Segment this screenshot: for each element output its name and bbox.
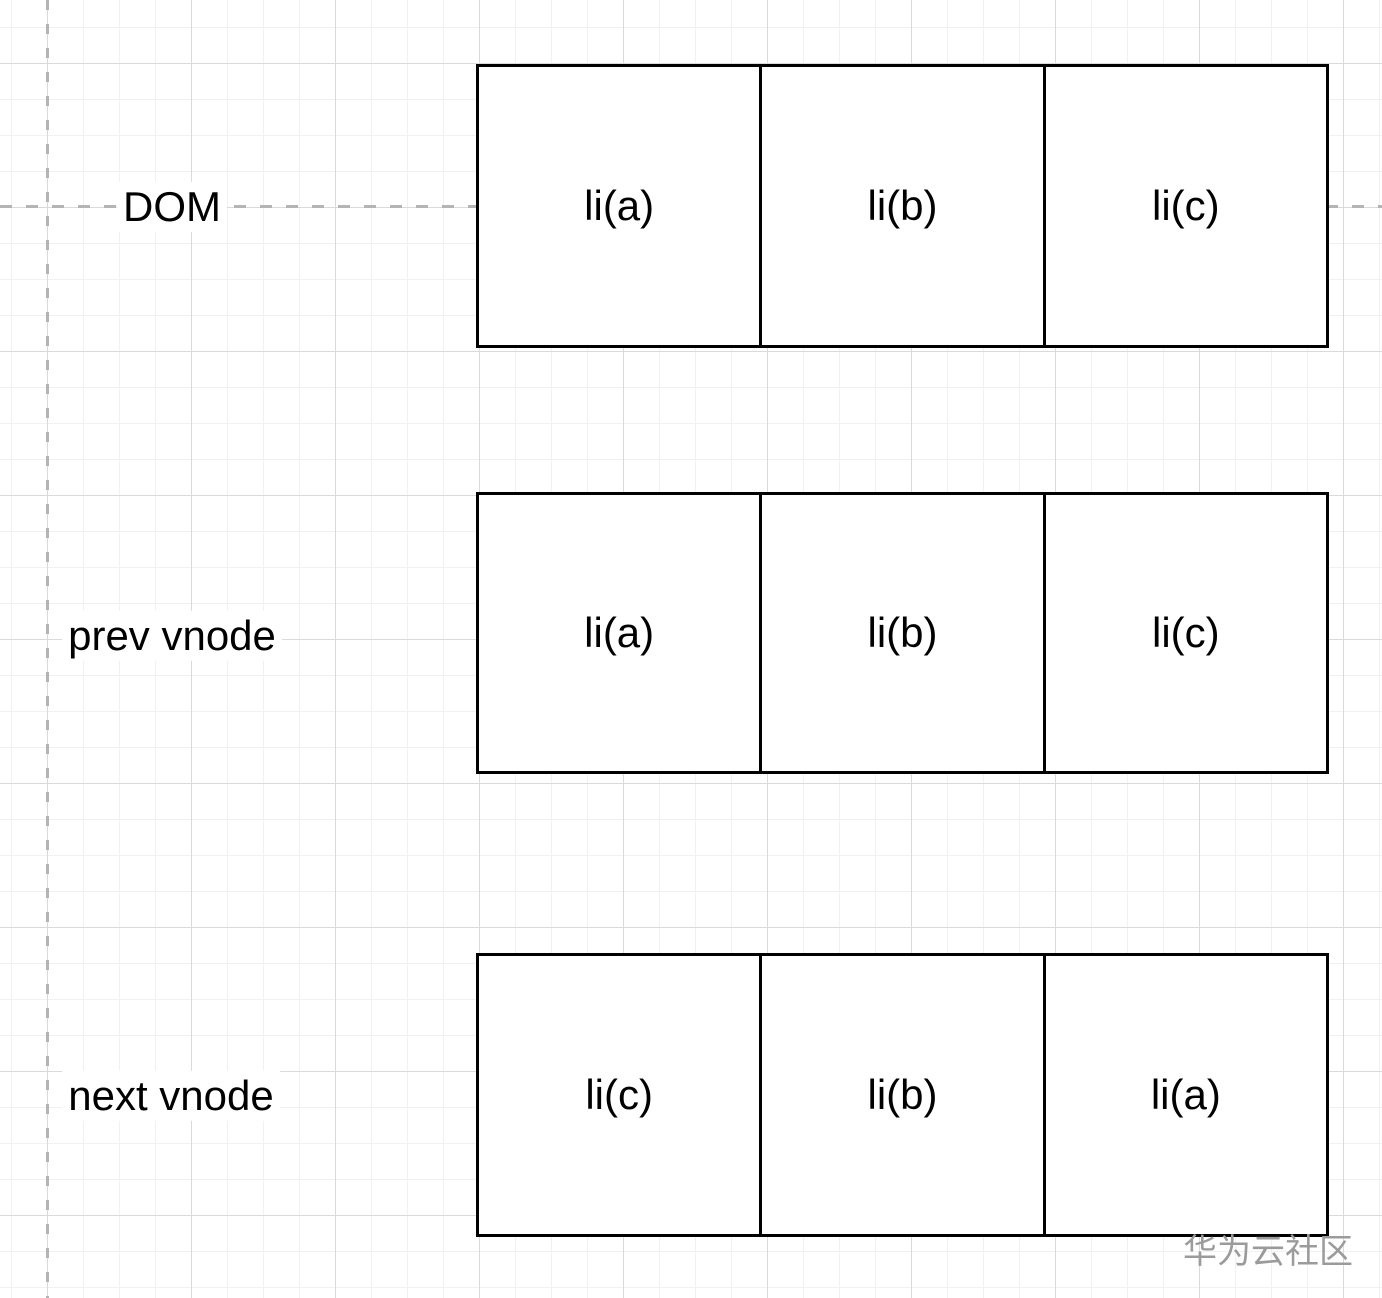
row-label-dom: DOM xyxy=(117,181,227,233)
page-break-guide-vertical xyxy=(46,0,49,1298)
prev-vnode-cell-1: li(a) xyxy=(479,495,760,771)
dom-cell-3: li(c) xyxy=(1042,67,1326,345)
prev-vnode-cell-3: li(c) xyxy=(1042,495,1326,771)
dom-row: li(a) li(b) li(c) xyxy=(476,64,1329,348)
row-label-next-vnode: next vnode xyxy=(62,1070,280,1122)
huawei-cloud-watermark: 华为云社区 xyxy=(1183,1233,1353,1271)
dom-cell-2: li(b) xyxy=(759,67,1043,345)
next-vnode-cell-2: li(b) xyxy=(759,956,1043,1234)
next-vnode-cell-3: li(a) xyxy=(1042,956,1326,1234)
prev-vnode-row: li(a) li(b) li(c) xyxy=(476,492,1329,774)
prev-vnode-cell-2: li(b) xyxy=(759,495,1043,771)
row-label-prev-vnode: prev vnode xyxy=(62,610,282,662)
next-vnode-row: li(c) li(b) li(a) xyxy=(476,953,1329,1237)
dom-cell-1: li(a) xyxy=(479,67,760,345)
next-vnode-cell-1: li(c) xyxy=(479,956,760,1234)
